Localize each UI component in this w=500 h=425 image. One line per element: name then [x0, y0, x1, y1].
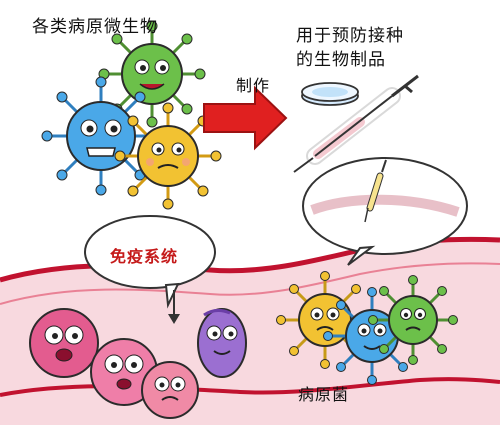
vaccine-label: 用于预防接种 的生物制品: [296, 24, 476, 72]
immune-system-label: 免疫系统: [110, 247, 179, 266]
virus-blue: [41, 76, 161, 196]
make-label: 制作: [236, 76, 271, 95]
vaccine-label-line2: 的生物制品: [296, 50, 386, 70]
virus-green: [98, 20, 206, 128]
vaccine-label-line1: 用于预防接种: [296, 26, 404, 46]
microbes-label: 各类病原微生物: [32, 17, 158, 37]
speech-bubble-injection: [302, 157, 468, 266]
immune-cell-purple: [197, 308, 247, 378]
right-arrow-icon: [203, 85, 288, 151]
immune-cell: [29, 308, 99, 378]
speech-bubble-immune: [84, 215, 216, 309]
immune-cell: [141, 361, 199, 419]
petri-dish-icon: [301, 82, 359, 106]
pointer-arrow-icon: [168, 290, 180, 324]
mini-syringe-icon: [364, 159, 387, 223]
pathogen-label: 病原菌: [298, 385, 350, 404]
pathogen-virus: [368, 275, 458, 365]
syringe-icon: [293, 74, 419, 173]
